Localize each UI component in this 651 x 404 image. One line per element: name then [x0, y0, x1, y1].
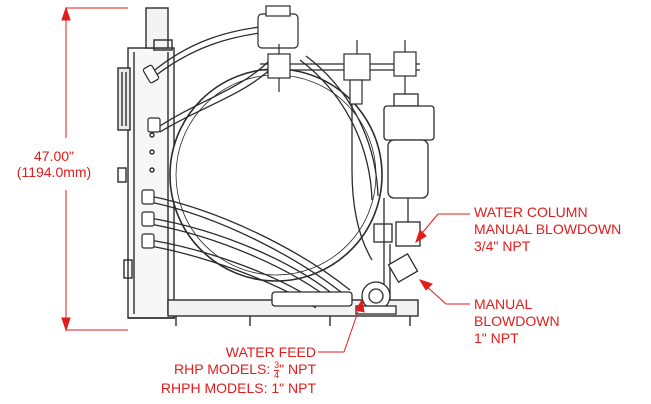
- dimension-arrow-bottom: [61, 317, 71, 332]
- top-valve-cluster: [257, 5, 420, 105]
- water-feed-rhp-suffix: " NPT: [279, 361, 316, 378]
- water-column-callout-line2: MANUAL BLOWDOWN: [474, 221, 622, 237]
- fraction-numerator: 3: [274, 360, 280, 371]
- manual-blowdown-callout-line3: 1" NPT: [474, 330, 519, 346]
- water-column-callout-line3: 3/4" NPT: [474, 238, 531, 254]
- height-dimension-line: [61, 6, 128, 332]
- height-dimension-imperial: 47.00": [33, 148, 74, 164]
- manual-blowdown-callout-line2: BLOWDOWN: [474, 313, 560, 329]
- manual-blowdown-arrow: [418, 279, 433, 291]
- water-feed-rhp-prefix: RHP MODELS:: [174, 361, 275, 378]
- callout-leaders: [318, 213, 470, 353]
- height-dimension-metric: (1194.0mm): [16, 164, 92, 180]
- dimension-arrow-top: [61, 6, 71, 21]
- water-column-callout-line1: WATER COLUMN: [474, 204, 588, 220]
- fraction-denominator: 4: [274, 370, 280, 380]
- water-feed-arrow: [355, 298, 365, 313]
- water-column-arrow: [415, 229, 427, 244]
- hose-fittings-left: [141, 64, 161, 249]
- water-feed-callout-line3: RHPH MODELS: 1" NPT: [160, 380, 316, 396]
- manual-blowdown-callout-line1: MANUAL: [474, 296, 533, 312]
- feed-pump-assembly: [271, 281, 397, 315]
- water-feed-callout-line1: WATER FEED: [225, 344, 316, 360]
- height-dimension-label: 47.00" (1194.0mm): [0, 148, 108, 180]
- water-column: [373, 93, 435, 300]
- tubing: [149, 25, 379, 309]
- manual-blowdown-callout: MANUAL BLOWDOWN 1" NPT: [474, 296, 560, 347]
- boiler-frame: [117, 7, 419, 326]
- water-column-callout: WATER COLUMN MANUAL BLOWDOWN 3/4" NPT: [474, 204, 621, 255]
